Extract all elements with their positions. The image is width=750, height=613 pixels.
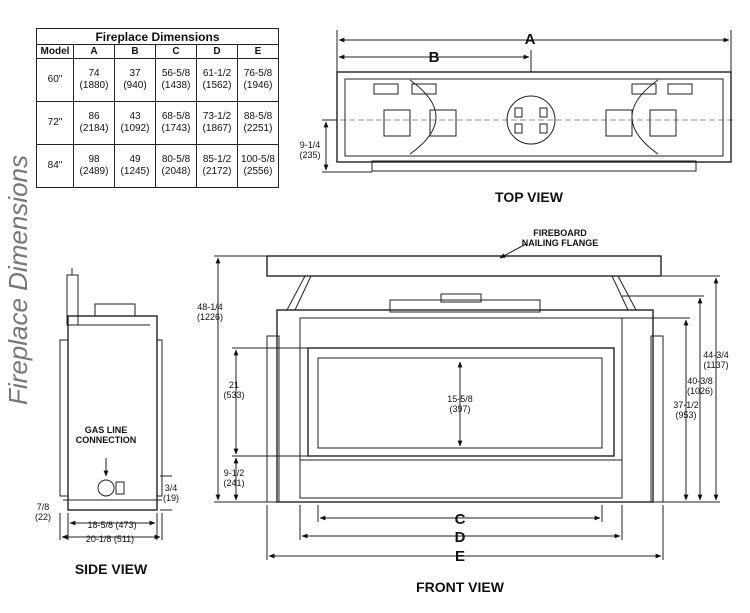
side-view-drawing — [59, 268, 172, 540]
top-view-label: TOP VIEW — [495, 189, 564, 205]
table-cell: 85-1/2(2172) — [196, 144, 238, 188]
front-height-9-mm: (241) — [223, 478, 244, 488]
table-row: 84" 98(2489) 49(1245) 80-5/8(2048) 85-1/… — [36, 144, 279, 188]
glass-height: 15-5/8 — [447, 394, 473, 404]
side-right-dim-mm: (19) — [163, 493, 179, 503]
gas-line-label-1: GAS LINE — [85, 425, 128, 435]
front-total-height: 48-1/4 — [197, 302, 223, 312]
right-height-1: 44-3/4 — [703, 350, 729, 360]
table-cell: 56-5/8(1438) — [155, 58, 197, 102]
side-left-dim-mm: (22) — [35, 512, 51, 522]
table-title: Fireplace Dimensions — [36, 28, 279, 45]
depth-dim-mm: (235) — [299, 150, 320, 160]
table-row: 72" 86(2184) 43(1092) 68-5/8(1743) 73-1/… — [36, 101, 279, 145]
table-cell: 74(1880) — [73, 58, 115, 102]
model-cell: 84" — [36, 144, 74, 188]
table-header-row: Model A B C D E — [36, 44, 279, 59]
table-cell: 73-1/2(1867) — [196, 101, 238, 145]
side-width-2: 20-1/8 (511) — [86, 534, 134, 544]
side-right-dim: 3/4 — [165, 483, 178, 493]
side-left-dim: 7/8 — [37, 502, 50, 512]
table-cell: 88-5/8(2251) — [237, 101, 279, 145]
front-height-21: 21 — [229, 380, 239, 390]
front-view-label: FRONT VIEW — [416, 579, 505, 595]
top-view-drawing — [322, 30, 735, 173]
table-cell: 80-5/8(2048) — [155, 144, 197, 188]
flange-label-2: NAILING FLANGE — [522, 238, 599, 248]
depth-dim: 9-1/4 — [300, 140, 321, 150]
front-total-height-mm: (1226) — [197, 312, 223, 322]
table-cell: 100-5/8(2556) — [237, 144, 279, 188]
dimensions-table: Fireplace Dimensions Model A B C D E 60"… — [36, 28, 279, 188]
table-cell: 49(1245) — [114, 144, 156, 188]
table-cell: 76-5/8(1946) — [237, 58, 279, 102]
side-title: Fireplace Dimensions — [3, 155, 33, 405]
col-header-c: C — [155, 44, 197, 59]
col-header-d: D — [196, 44, 238, 59]
right-height-1-mm: (1137) — [703, 360, 728, 370]
front-view-drawing — [214, 243, 720, 560]
flange-label-1: FIREBOARD — [533, 228, 587, 238]
col-header-model: Model — [36, 44, 74, 59]
model-cell: 60" — [36, 58, 74, 102]
right-height-2-mm: (1026) — [687, 386, 713, 396]
dim-label-c: C — [455, 511, 466, 528]
table-cell: 43(1092) — [114, 101, 156, 145]
right-height-3-mm: (953) — [675, 410, 696, 420]
right-height-3: 37-1/2 — [673, 400, 699, 410]
side-view-label: SIDE VIEW — [75, 561, 148, 577]
col-header-e: E — [237, 44, 279, 59]
col-header-b: B — [114, 44, 156, 59]
table-cell: 68-5/8(1743) — [155, 101, 197, 145]
table-cell: 98(2489) — [73, 144, 115, 188]
glass-height-mm: (397) — [449, 404, 470, 414]
table-row: 60" 74(1880) 37(940) 56-5/8(1438) 61-1/2… — [36, 58, 279, 102]
dim-label-d: D — [455, 529, 466, 546]
side-width-1: 18-5/8 (473) — [87, 520, 136, 530]
table-cell: 86(2184) — [73, 101, 115, 145]
dim-label-e: E — [455, 548, 465, 565]
front-height-21-mm: (533) — [223, 390, 244, 400]
front-height-9: 9-1/2 — [224, 468, 245, 478]
dim-label-b: B — [429, 49, 440, 66]
dim-label-a: A — [525, 31, 536, 48]
gas-line-label-2: CONNECTION — [76, 435, 137, 445]
col-header-a: A — [73, 44, 115, 59]
model-cell: 72" — [36, 101, 74, 145]
table-cell: 61-1/2(1562) — [196, 58, 238, 102]
right-height-2: 40-3/8 — [687, 376, 713, 386]
table-cell: 37(940) — [114, 58, 156, 102]
